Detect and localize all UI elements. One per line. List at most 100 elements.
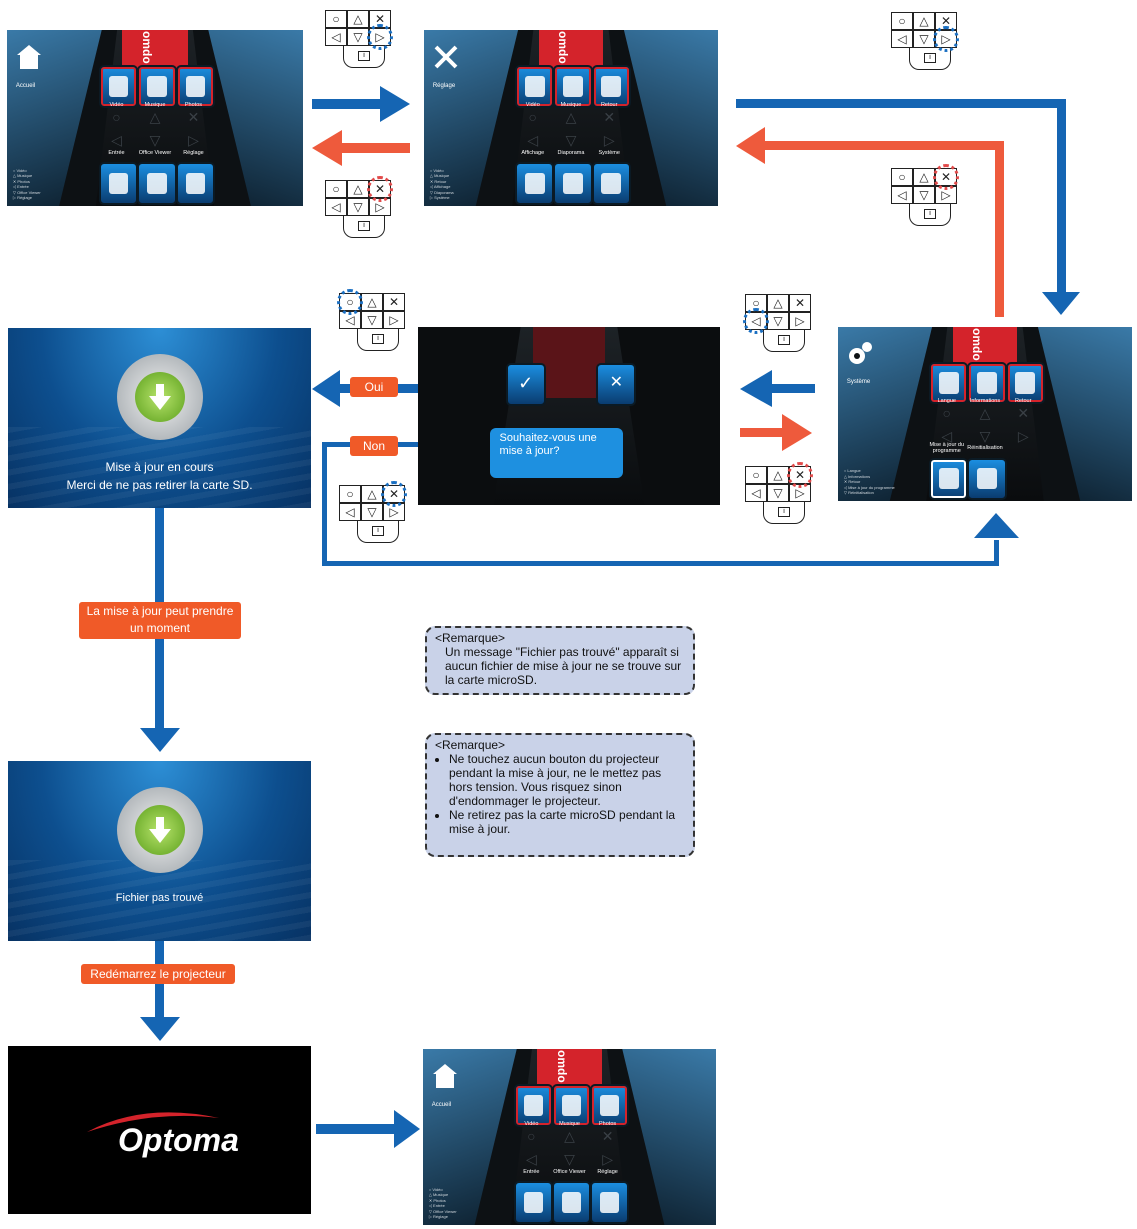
note-text: Un message "Fichier pas trouvé" apparaît… [445,645,682,687]
brand-text: omdo [970,328,985,361]
remote-pad: ○ △ ✕ ◁ ▽ ▷ i [325,176,403,240]
remote-left: ◁ [891,186,913,204]
home-icon [432,1064,457,1089]
note-header: <Remarque> [435,631,506,645]
video-tile[interactable] [515,65,555,108]
arrow-setup-to-home [312,130,410,166]
cross-symbol: ✕ [601,1128,614,1145]
slideshow-tile[interactable] [553,162,593,205]
menu-title: Réglage [432,82,456,89]
office-viewer-tile[interactable] [551,1181,592,1224]
tile-label: Entrée [108,149,125,156]
reset-tile[interactable] [967,457,1007,500]
remote-down: ▽ [767,484,789,502]
back-tile[interactable] [591,65,631,108]
remote-circle: ○ [745,466,767,484]
photos-tile[interactable] [590,1084,630,1127]
menu-title: Accueil [431,1101,452,1108]
confirm-yes-tile[interactable]: ✓ [505,362,546,406]
highlight-ring [337,289,363,315]
arrow-setup-to-system [736,99,1080,315]
setup-tile[interactable] [175,162,216,205]
circle-symbol: ○ [528,109,537,126]
optoma-logo: Optoma [118,1122,239,1158]
home-menu-screen-final: omdo Accueil Vidéo Musique Photos ○ △ ✕ … [423,1049,716,1225]
menu-legend: ○ Vidéo △ Musique ✕ Photos ◁ Entrée ▽ Of… [12,167,41,201]
down-symbol: ▽ [149,132,161,149]
tile-label: Vidéo [525,102,540,109]
note-warnings: <Remarque> Ne touchez aucun bouton du pr… [425,733,695,857]
setup-tile[interactable] [590,1181,630,1224]
tile-label: Informations [969,398,1001,405]
photos-tile[interactable] [175,65,216,108]
music-tile[interactable] [137,65,177,108]
tile-label: Musique [559,1121,580,1128]
dialog-bubble [490,428,624,479]
confirm-no-tile[interactable]: ✕ [596,362,637,406]
remote-triangle: △ [361,485,383,503]
office-viewer-tile[interactable] [137,162,177,205]
remote-pad: ○ △ ✕ ◁ ▽ ▷ i [337,289,417,353]
input-tile[interactable] [98,162,139,205]
triangle-symbol: △ [979,405,991,422]
arrow-system-to-dialog [740,370,815,407]
left-symbol: ◁ [941,427,953,444]
input-tile[interactable] [513,1181,553,1224]
remote-info: i [924,53,936,63]
remote-right: ▷ [383,311,405,329]
firmware-update-tile[interactable] [929,457,969,500]
wait-label: La mise à jour peut prendre un moment [79,602,241,639]
brand-text: omdo [140,31,155,64]
down-symbol: ▽ [564,1151,575,1168]
right-symbol: ▷ [1017,427,1029,444]
remote-down: ▽ [347,28,369,46]
remote-left: ◁ [745,484,767,502]
remote-circle: ○ [325,10,347,28]
tile-label: Musique [560,102,582,109]
remote-info: i [778,507,790,517]
remote-triangle: △ [913,168,935,186]
video-tile[interactable] [98,65,139,108]
update-dialog-screen: ✓ ✕ Souhaitez-vous une mise à jour? [418,327,720,505]
remote-cross: ✕ [789,294,811,312]
tools-icon [434,45,458,69]
remote-down: ▽ [767,312,789,330]
remote-left: ◁ [325,198,347,216]
update-icon [116,787,203,873]
triangle-symbol: △ [149,109,161,126]
remote-circle: ○ [891,12,913,30]
display-tile[interactable] [515,162,555,205]
gear-icon [848,341,872,364]
system-tile[interactable] [591,162,631,205]
remote-down: ▽ [361,503,383,521]
tile-label: Office Viewer [138,149,172,156]
updating-screen: Mise à jour en cours Merci de ne pas ret… [8,328,311,508]
file-not-found-screen: Fichier pas trouvé [8,761,311,941]
triangle-symbol: △ [565,109,577,126]
tile-label: Affichage [521,149,545,156]
back-tile[interactable] [1005,361,1045,405]
remote-pad: ○ △ ✕ ◁ ▽ ▷ i [891,12,969,72]
music-tile[interactable] [553,65,593,108]
updating-line1: Mise à jour en cours [105,460,214,474]
tile-label: Langue [937,398,956,405]
tile-label: Réglage [597,1168,618,1175]
remote-triangle: △ [347,10,369,28]
logo-swoosh [87,1112,219,1132]
remote-info: i [372,334,384,344]
remote-left: ◁ [325,28,347,46]
updating-line2: Merci de ne pas retirer la carte SD. [66,478,253,492]
system-menu-screen: omdo Système Langue Informations Retour … [838,327,1132,501]
home-icon [16,45,41,70]
arrow-home-to-setup [312,86,410,122]
tile-label: Vidéo [109,102,124,109]
remote-pad: ○ △ ✕ ◁ ▽ ▷ i [743,294,823,354]
right-symbol: ▷ [602,1151,613,1168]
menu-legend: ○ Vidéo △ Musique ✕ Photos ◁ Entrée ▽ Of… [428,1186,457,1220]
highlight-ring [933,26,959,52]
menu-title: Système [846,379,871,386]
remote-pad: ○ △ ✕ ◁ ▽ ▷ i [745,462,823,526]
information-tile[interactable] [967,361,1007,405]
down-symbol: ▽ [565,132,577,149]
dialog-question: Souhaitez-vous une mise à jour? [499,432,597,458]
